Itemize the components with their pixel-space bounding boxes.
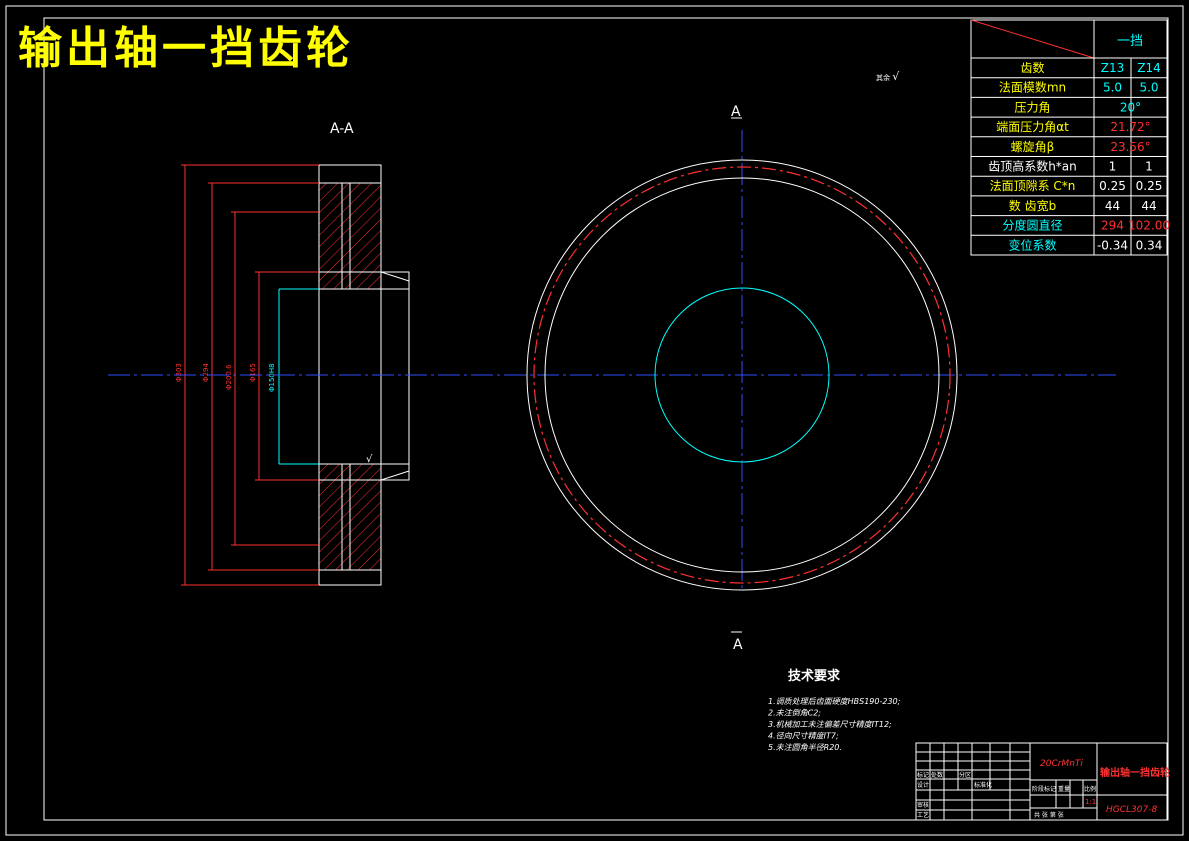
param-label: 螺旋角β bbox=[1011, 140, 1055, 154]
tb-standardize: 标准化 bbox=[974, 781, 992, 789]
dim-text: Φ165 bbox=[249, 363, 257, 382]
param-value-2: 44 bbox=[1141, 199, 1156, 213]
tech-item: 4.径向尺寸精度IT7; bbox=[768, 732, 839, 741]
param-value-2: 1 bbox=[1145, 160, 1153, 174]
root-circle bbox=[544, 177, 940, 573]
tb-zone: 分区 bbox=[959, 771, 971, 779]
tb-review: 审核 bbox=[917, 801, 929, 809]
dim-text: Φ150H8 bbox=[268, 363, 276, 392]
title-block bbox=[915, 742, 1168, 821]
tech-item: 3.机械加工未注偏差尺寸精度IT12; bbox=[768, 720, 892, 729]
param-value-1: 5.0 bbox=[1103, 81, 1122, 95]
param-value-2: 102.00 bbox=[1128, 219, 1170, 233]
param-label: 端面压力角αt bbox=[996, 120, 1069, 134]
tech-item: 1.调质处理后齿面硬度HBS190-230; bbox=[768, 697, 901, 706]
title-block-texts: 20CrMnTi 输出轴一挡齿轮 HGCL307-8 1:1 标记 处数 分区 … bbox=[917, 759, 1170, 819]
param-value-1: 44 bbox=[1105, 199, 1120, 213]
tb-design: 设计 bbox=[917, 781, 929, 789]
tb-weight: 重量 bbox=[1058, 785, 1070, 793]
param-label: 数 齿宽b bbox=[1009, 198, 1056, 213]
param-value-2: 0.25 bbox=[1136, 179, 1163, 193]
param-value-1: Z13 bbox=[1101, 61, 1125, 75]
section-label: A-A bbox=[330, 121, 354, 137]
param-label: 齿数 bbox=[1020, 60, 1044, 75]
param-value: 20° bbox=[1120, 100, 1141, 114]
param-value-1: 294 bbox=[1101, 219, 1124, 233]
rim-outline bbox=[318, 164, 382, 586]
tb-process: 工艺 bbox=[917, 811, 929, 819]
param-label: 变位系数 bbox=[1008, 237, 1056, 252]
roughness-icon: √ bbox=[892, 70, 900, 83]
param-label: 压力角 bbox=[1014, 100, 1050, 114]
param-value-1: -0.34 bbox=[1097, 238, 1128, 252]
param-label: 齿顶高系数h*an bbox=[988, 159, 1077, 174]
surface-mark-text: 其余 bbox=[876, 73, 890, 82]
hub-outline bbox=[319, 271, 410, 481]
param-value-2: Z14 bbox=[1137, 61, 1161, 75]
tb-count: 处数 bbox=[931, 771, 943, 779]
front-view: A A bbox=[526, 104, 958, 653]
dim-text: Φ303 bbox=[175, 363, 183, 382]
tb-sheets: 共 张 第 张 bbox=[1034, 811, 1064, 819]
param-table-border bbox=[970, 19, 1168, 256]
param-value-2: 5.0 bbox=[1139, 81, 1158, 95]
drawing-title: 输出轴一挡齿轮 bbox=[18, 23, 354, 74]
param-label: 法面模数mn bbox=[999, 80, 1066, 95]
param-label: 分度圆直径 bbox=[1002, 218, 1062, 233]
surface-roughness-note: 其余 √ bbox=[876, 70, 900, 83]
dimension-texts: Φ303 Φ294 Φ200.6 Φ165 Φ150H8 bbox=[175, 363, 276, 392]
section-view: A-A Φ303 Φ294 Φ200.6 Φ1 bbox=[175, 121, 410, 586]
section-mark-top: A bbox=[731, 104, 741, 120]
tb-stage: 阶段标记 bbox=[1032, 785, 1056, 793]
tech-heading: 技术要求 bbox=[788, 668, 841, 684]
param-value: 23.56° bbox=[1110, 140, 1150, 154]
parameter-table: 一挡 齿数 Z13 Z14 法面模数mn 5.0 5.0 压力角 20° 端面压力角αt 21.7… bbox=[970, 19, 1170, 256]
param-value-1: 0.25 bbox=[1099, 179, 1126, 193]
tech-item: 5.未注圆角半径R20. bbox=[768, 743, 842, 752]
tb-material: 20CrMnTi bbox=[1040, 759, 1083, 769]
tb-part-name: 输出轴一挡齿轮 bbox=[1100, 766, 1170, 779]
param-value-1: 1 bbox=[1109, 160, 1117, 174]
inner-frame bbox=[43, 17, 1169, 821]
dim-text: Φ200.6 bbox=[225, 364, 233, 390]
param-value-2: 0.34 bbox=[1136, 238, 1163, 252]
roughness-symbol: √ bbox=[366, 454, 373, 465]
tb-mark: 标记 bbox=[917, 771, 929, 779]
tb-scale-label: 比例 bbox=[1084, 785, 1096, 793]
pitch-circle bbox=[533, 166, 951, 584]
param-table-header: 一挡 bbox=[1117, 34, 1143, 49]
param-label: 法面顶隙系 C*n bbox=[990, 179, 1076, 193]
hub-chamfer bbox=[380, 271, 410, 282]
hub-chamfer bbox=[380, 470, 410, 481]
technical-requirements: 技术要求 1.调质处理后齿面硬度HBS190-230; 2.未注倒角C2; 3.机械… bbox=[768, 668, 901, 752]
tb-drawing-no: HGCL307-8 bbox=[1106, 805, 1157, 815]
param-table-diagonal bbox=[970, 19, 1095, 59]
param-value: 21.72° bbox=[1110, 120, 1150, 134]
tb-scale: 1:1 bbox=[1085, 798, 1096, 806]
bore-circle bbox=[654, 287, 830, 463]
tip-circle bbox=[526, 159, 958, 591]
dim-text: Φ294 bbox=[202, 363, 210, 382]
section-mark-bottom: A bbox=[733, 637, 743, 653]
outer-frame bbox=[5, 5, 1184, 836]
tech-item: 2.未注倒角C2; bbox=[768, 709, 821, 718]
